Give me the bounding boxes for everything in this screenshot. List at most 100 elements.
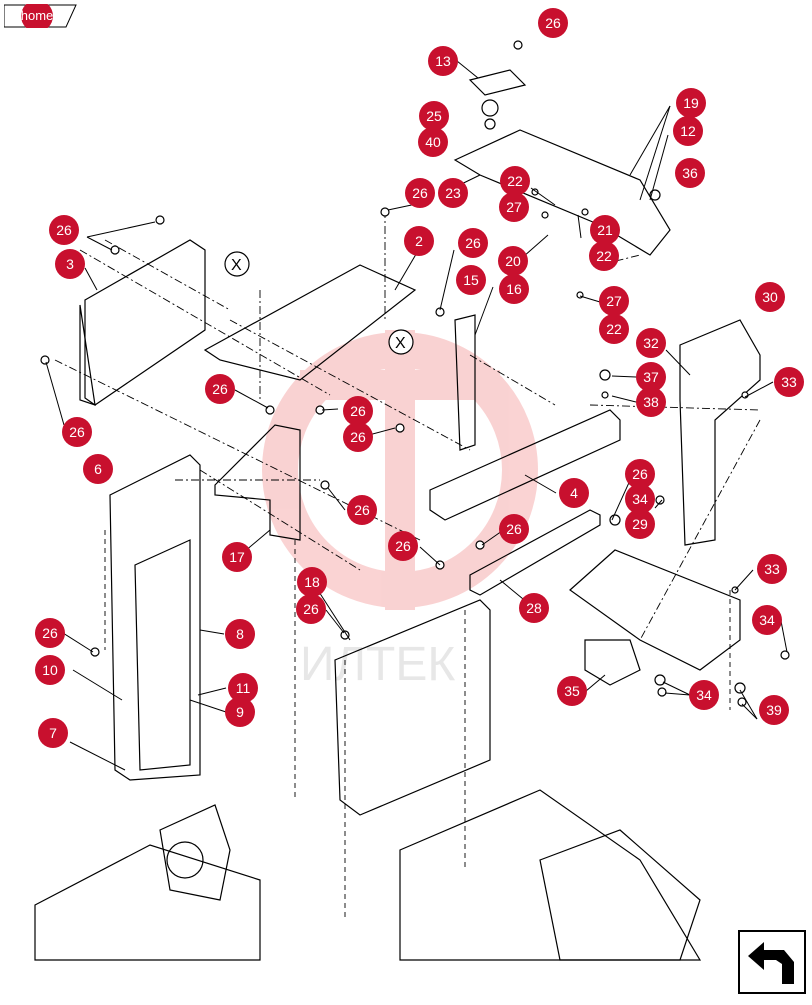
part-callout-25[interactable]: 25 xyxy=(419,101,449,131)
callout-circle xyxy=(689,680,719,710)
callout-number: 22 xyxy=(606,321,622,337)
part-callout-6[interactable]: 6 xyxy=(83,454,113,484)
watermark-logo: ИЛТЕК xyxy=(262,330,538,691)
callout-number: 26 xyxy=(56,222,72,238)
part-callout-19[interactable]: 19 xyxy=(676,88,706,118)
callout-circle xyxy=(498,246,528,276)
callout-circle xyxy=(296,594,326,624)
callout-circle xyxy=(676,88,706,118)
callout-number: 30 xyxy=(762,289,778,305)
part-callout-26[interactable]: 26 xyxy=(343,396,373,426)
part-callout-32[interactable]: 32 xyxy=(636,328,666,358)
callout-number: 32 xyxy=(643,335,659,351)
part-callout-26[interactable]: 26 xyxy=(538,8,568,38)
callout-circle xyxy=(38,718,68,748)
part-callout-39[interactable]: 39 xyxy=(759,695,789,725)
part-callout-7[interactable]: 7 xyxy=(38,718,68,748)
home-button[interactable]: home xyxy=(4,4,78,28)
callout-circle xyxy=(590,215,620,245)
callout-number: 36 xyxy=(682,165,698,181)
callout-number: 40 xyxy=(425,134,441,150)
part-callout-34[interactable]: 34 xyxy=(689,680,719,710)
part-callout-33[interactable]: 33 xyxy=(757,554,787,584)
part-callout-37[interactable]: 37 xyxy=(636,362,666,392)
part-callout-40[interactable]: 40 xyxy=(418,127,448,157)
callout-number: 23 xyxy=(445,185,461,201)
callout-number: 22 xyxy=(507,173,523,189)
part-callout-9[interactable]: 9 xyxy=(225,697,255,727)
part-callout-4[interactable]: 4 xyxy=(559,478,589,508)
part-callout-26[interactable]: 26 xyxy=(343,422,373,452)
part-callout-26[interactable]: 26 xyxy=(62,417,92,447)
back-arrow-icon[interactable] xyxy=(738,930,806,994)
part-callout-34[interactable]: 34 xyxy=(625,484,655,514)
part-callout-10[interactable]: 10 xyxy=(35,655,65,685)
callout-circle xyxy=(625,459,655,489)
part-callout-30[interactable]: 30 xyxy=(755,282,785,312)
callout-circle xyxy=(499,274,529,304)
part-callout-26[interactable]: 26 xyxy=(458,228,488,258)
callout-number: 26 xyxy=(465,235,481,251)
callout-number: 26 xyxy=(545,15,561,31)
part-callout-33[interactable]: 33 xyxy=(774,367,804,397)
callout-number: 26 xyxy=(303,601,319,617)
callout-number: 8 xyxy=(236,626,244,642)
part-callout-26[interactable]: 26 xyxy=(499,514,529,544)
part-callout-22[interactable]: 22 xyxy=(500,166,530,196)
callout-number: 26 xyxy=(506,521,522,537)
callout-number: 18 xyxy=(304,574,320,590)
callout-number: 27 xyxy=(606,293,622,309)
part-callout-21[interactable]: 21 xyxy=(590,215,620,245)
callout-circle xyxy=(500,166,530,196)
callout-number: 21 xyxy=(597,222,613,238)
callout-number: 10 xyxy=(42,662,58,678)
callout-circle xyxy=(774,367,804,397)
home-tab-shape xyxy=(4,4,77,28)
part-callout-26[interactable]: 26 xyxy=(205,374,235,404)
callout-number: 27 xyxy=(506,199,522,215)
part-callout-35[interactable]: 35 xyxy=(557,676,587,706)
part-callout-26[interactable]: 26 xyxy=(35,618,65,648)
part-callout-2[interactable]: 2 xyxy=(404,226,434,256)
part-callout-17[interactable]: 17 xyxy=(222,542,252,572)
part-callout-26[interactable]: 26 xyxy=(347,495,377,525)
part-callout-26[interactable]: 26 xyxy=(405,178,435,208)
callout-number: 11 xyxy=(236,680,251,696)
part-callout-26[interactable]: 26 xyxy=(49,215,79,245)
callout-circle xyxy=(499,192,529,222)
part-callout-34[interactable]: 34 xyxy=(752,605,782,635)
part-callout-3[interactable]: 3 xyxy=(55,249,85,279)
callout-number: 2 xyxy=(415,233,423,249)
callout-circle xyxy=(35,618,65,648)
part-callout-18[interactable]: 18 xyxy=(297,567,327,597)
part-callout-26[interactable]: 26 xyxy=(296,594,326,624)
part-callout-27[interactable]: 27 xyxy=(599,286,629,316)
part-callout-22[interactable]: 22 xyxy=(589,241,619,271)
part-callout-16[interactable]: 16 xyxy=(499,274,529,304)
part-callout-20[interactable]: 20 xyxy=(498,246,528,276)
part-callout-26[interactable]: 26 xyxy=(625,459,655,489)
part-callout-23[interactable]: 23 xyxy=(438,178,468,208)
part-callout-8[interactable]: 8 xyxy=(225,619,255,649)
callout-number: 15 xyxy=(463,272,479,288)
part-callout-38[interactable]: 38 xyxy=(636,387,666,417)
part-callout-36[interactable]: 36 xyxy=(675,158,705,188)
callout-number: 26 xyxy=(412,185,428,201)
part-callout-15[interactable]: 15 xyxy=(456,265,486,295)
part-callout-26[interactable]: 26 xyxy=(388,531,418,561)
part-callout-27[interactable]: 27 xyxy=(499,192,529,222)
callout-number: 26 xyxy=(69,424,85,440)
callout-number: 26 xyxy=(395,538,411,554)
part-callout-28[interactable]: 28 xyxy=(519,593,549,623)
part-callout-13[interactable]: 13 xyxy=(428,46,458,76)
part-callout-22[interactable]: 22 xyxy=(599,314,629,344)
part-callout-29[interactable]: 29 xyxy=(625,509,655,539)
part-callout-12[interactable]: 12 xyxy=(673,116,703,146)
part-callout-11[interactable]: 11 xyxy=(228,673,258,703)
callout-circle xyxy=(675,158,705,188)
callout-circle xyxy=(589,241,619,271)
callout-circle xyxy=(458,228,488,258)
callout-number: 33 xyxy=(781,374,797,390)
